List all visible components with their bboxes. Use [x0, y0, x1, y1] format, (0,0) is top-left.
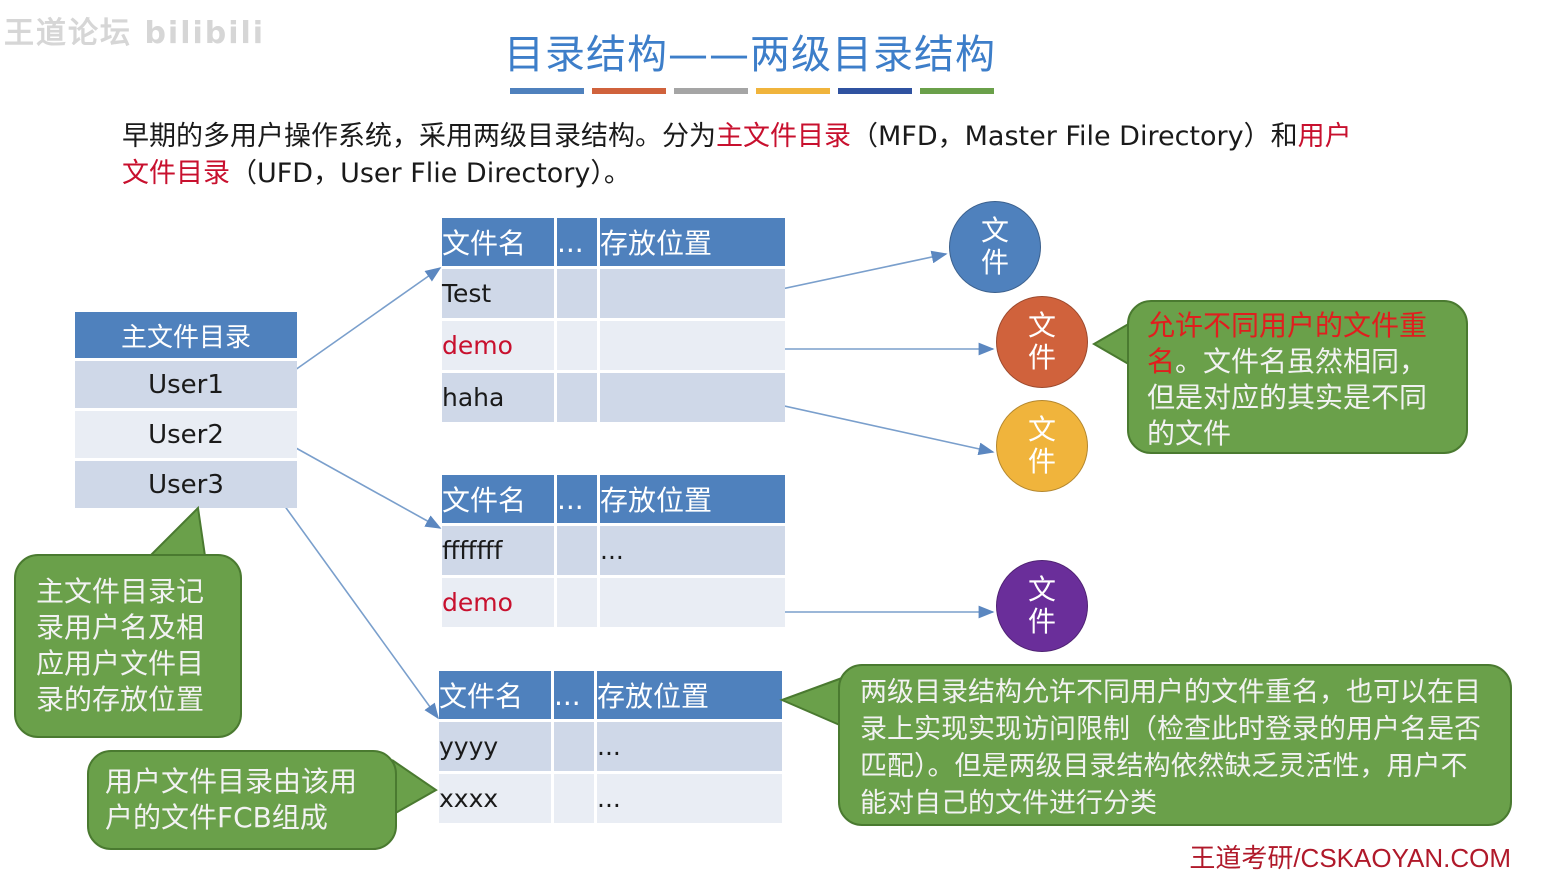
ufd-cell-location: [598, 266, 785, 320]
file-circle-label: 文 件: [980, 214, 1009, 279]
mfd-row-user1: User1: [75, 358, 297, 410]
color-bar-segment: [920, 88, 994, 94]
table-row: Test: [442, 266, 785, 320]
file-circle-label: 文 件: [1027, 573, 1056, 638]
callout-rename: 允许不同用户的文件重名。文件名虽然相同，但是对应的其实是不同的文件: [1127, 300, 1468, 454]
table-row: demo: [442, 318, 785, 372]
ufd-header-ellipsis: ...: [555, 475, 600, 525]
ufd-cell-ellipsis: [555, 523, 600, 577]
footer-brand: 王道考研/CSKAOYAN.COM: [1189, 843, 1511, 873]
ufd-header-filename: 文件名: [439, 671, 554, 721]
ufd-term: 文件目录: [122, 158, 230, 189]
file-circle-blue: 文 件: [949, 201, 1041, 293]
ufd-cell-ellipsis: [555, 266, 600, 320]
table-row: demo: [442, 575, 785, 627]
ufd-cell-location: [598, 575, 785, 627]
mfd-term: 主文件目录: [716, 121, 851, 152]
ufd-cell-ellipsis: [555, 370, 600, 422]
ufd-header-location: 存放位置: [598, 218, 785, 268]
file-circle-purple: 文 件: [996, 560, 1088, 652]
ufd-term: 用户: [1297, 121, 1352, 152]
master-file-directory: 主文件目录 User1 User2 User3: [75, 312, 297, 508]
ufd-cell-location: [598, 318, 785, 372]
ufd-cell-ellipsis: [552, 771, 597, 823]
intro-text: （MFD，Master File Directory）和: [851, 121, 1298, 152]
ufd-header-location: 存放位置: [595, 671, 782, 721]
ufd-cell-ellipsis: [555, 318, 600, 372]
intro-paragraph: 早期的多用户操作系统，采用两级目录结构。分为主文件目录（MFD，Master F…: [122, 118, 1452, 192]
color-bar-segment: [838, 88, 912, 94]
callout-pointer-mfd: [149, 505, 206, 557]
ufd-cell-location: ...: [598, 523, 785, 577]
user-file-directory-3: 文件名 ... 存放位置 yyyy ... xxxx ...: [439, 671, 782, 823]
color-bar-segment: [592, 88, 666, 94]
page-title: 目录结构——两级目录结构: [504, 32, 996, 78]
user-file-directory-2: 文件名 ... 存放位置 fffffff ... demo: [442, 475, 785, 627]
ufd-header-ellipsis: ...: [555, 218, 600, 268]
ufd-cell-filename: fffffff: [442, 523, 557, 577]
callout-pointer-rename: [1092, 321, 1133, 367]
ufd-cell-filename: haha: [442, 370, 557, 422]
color-bar-segment: [756, 88, 830, 94]
color-bar-segment: [674, 88, 748, 94]
ufd-cell-location: ...: [595, 771, 782, 823]
mfd-header: 主文件目录: [75, 312, 297, 360]
table-row: yyyy ...: [439, 719, 782, 773]
callout-pointer-summary: [779, 677, 843, 727]
ufd-header-filename: 文件名: [442, 218, 557, 268]
mfd-row-user3: User3: [75, 458, 297, 508]
file-circle-yellow: 文 件: [996, 400, 1088, 492]
ufd-header-location: 存放位置: [598, 475, 785, 525]
ufd-cell-filename: demo: [442, 318, 557, 372]
arrow-user1-to-ufd1: [277, 267, 442, 383]
file-circle-label: 文 件: [1027, 413, 1056, 478]
ufd-cell-filename: Test: [442, 266, 557, 320]
intro-text: （UFD，User Flie Directory）。: [230, 158, 631, 189]
arrow-test-to-file: [757, 250, 948, 295]
table-row: haha: [442, 370, 785, 422]
table-row: xxxx ...: [439, 771, 782, 823]
callout-mfd-note: 主文件目录记录用户名及相应用户文件目录的存放位置: [14, 554, 242, 738]
callout-ufd-note: 用户文件目录由该用户的文件FCB组成: [87, 750, 397, 850]
ufd-cell-location: ...: [595, 719, 782, 773]
arrow-user2-to-ufd2: [277, 437, 442, 529]
ufd-cell-location: [598, 370, 785, 422]
file-circle-orange: 文 件: [996, 296, 1088, 388]
mfd-row-user2: User2: [75, 408, 297, 460]
ufd-cell-filename: yyyy: [439, 719, 554, 773]
ufd-header-ellipsis: ...: [552, 671, 597, 721]
ufd-cell-filename: demo: [442, 575, 557, 627]
user-file-directory-1: 文件名 ... 存放位置 Test demo haha: [442, 218, 785, 422]
watermark: 王道论坛 bilibili: [4, 16, 266, 51]
arrow-user3-to-ufd3: [275, 493, 439, 720]
ufd-header-filename: 文件名: [442, 475, 557, 525]
intro-text: 早期的多用户操作系统，采用两级目录结构。分为: [122, 121, 716, 152]
callout-rename-text: 。文件名虽然相同，但是对应的其实是不同的文件: [1147, 345, 1428, 450]
callout-summary: 两级目录结构允许不同用户的文件重名，也可以在目录上实现实现访问限制（检查此时登录…: [838, 664, 1512, 826]
file-circle-label: 文 件: [1027, 309, 1056, 374]
callout-rename-highlight: 允许不同用户的文件重名: [1147, 309, 1428, 378]
color-bar-segment: [510, 88, 584, 94]
ufd-cell-ellipsis: [552, 719, 597, 773]
callout-pointer-ufd: [391, 759, 438, 816]
arrow-haha-to-file: [761, 400, 995, 456]
ufd-cell-ellipsis: [555, 575, 600, 627]
ufd-cell-filename: xxxx: [439, 771, 554, 823]
table-row: fffffff ...: [442, 523, 785, 577]
